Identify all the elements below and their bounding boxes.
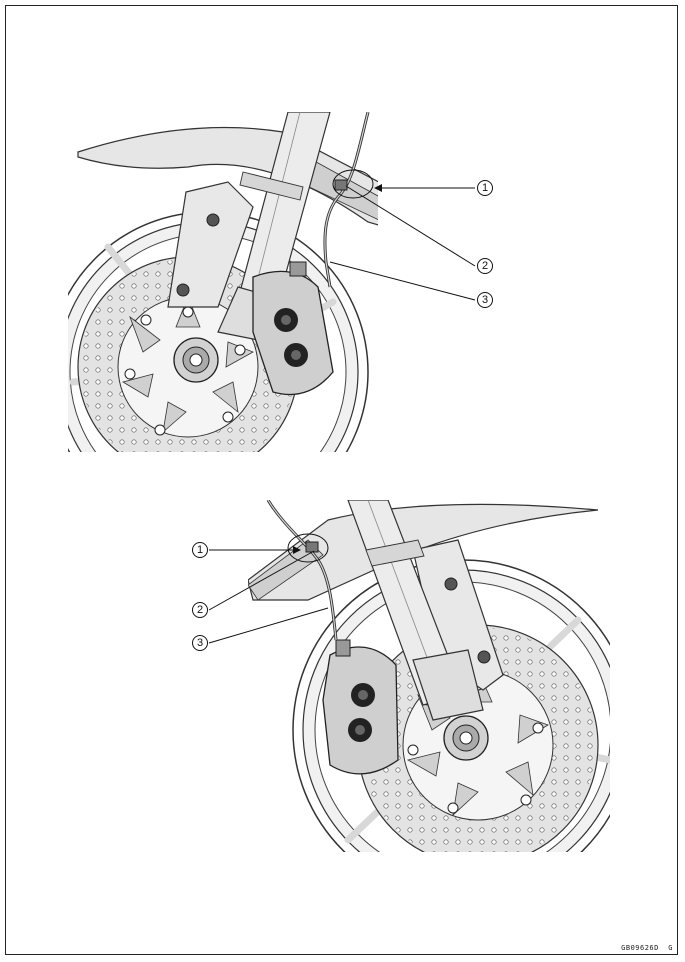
callout-top-2: 2 bbox=[477, 258, 493, 274]
brake-caliper bbox=[252, 261, 334, 396]
front-fork bbox=[347, 500, 484, 721]
callout-bottom-1: 1 bbox=[192, 542, 208, 558]
left-side-drawing bbox=[68, 112, 378, 452]
figure-code: GB09626D G bbox=[621, 944, 673, 952]
callout-bottom-2: 2 bbox=[192, 602, 208, 618]
page-border bbox=[5, 5, 678, 955]
front-brake-illustration-right-side bbox=[248, 500, 610, 852]
wheel-hub bbox=[443, 715, 489, 761]
brake-caliper bbox=[322, 639, 399, 775]
wheel-hub bbox=[173, 337, 219, 383]
callout-top-1: 1 bbox=[477, 180, 493, 196]
fork-guard bbox=[412, 539, 504, 691]
front-brake-illustration-left-side bbox=[68, 112, 378, 452]
callout-top-3: 3 bbox=[477, 292, 493, 308]
right-side-drawing bbox=[248, 500, 610, 852]
callout-bottom-3: 3 bbox=[192, 635, 208, 651]
fork-guard bbox=[167, 181, 254, 308]
